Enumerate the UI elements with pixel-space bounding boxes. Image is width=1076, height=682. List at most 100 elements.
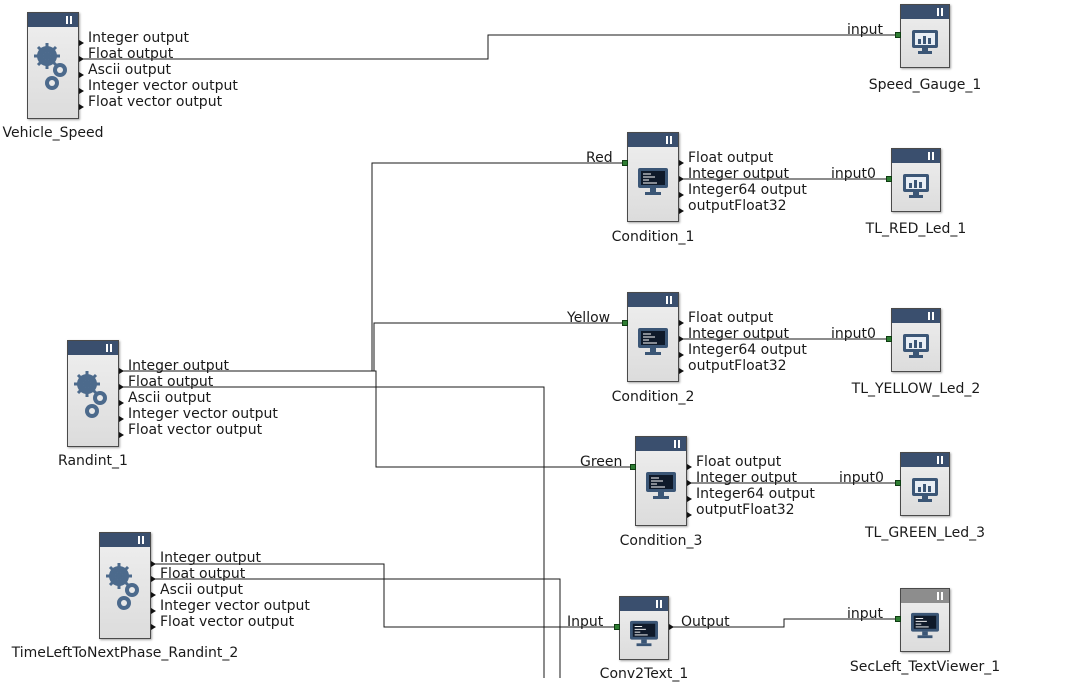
port-label: outputFloat32 [688,358,787,374]
terminal-monitor-icon [911,613,939,639]
output-port[interactable] [79,56,84,62]
vehicle-speed-block[interactable] [27,12,79,119]
output-port[interactable] [119,432,124,438]
port-label: Ascii output [128,390,211,406]
output-port[interactable] [79,88,84,94]
tl-yellow-led-2-block[interactable] [891,308,941,372]
output-port[interactable] [79,40,84,46]
output-port[interactable] [687,496,692,502]
input-port[interactable] [630,464,636,470]
block-name: SecLeft_TextViewer_1 [849,659,1001,675]
port-label: Integer64 output [688,182,807,198]
block-header [901,453,949,467]
timeleft-randint-2-block[interactable] [99,532,151,639]
wire-randint-to-red [120,162,624,372]
block-header [68,341,118,355]
port-label: Float vector output [128,422,263,438]
output-port[interactable] [679,208,684,214]
secleft-textviewer-1-block[interactable] [900,588,950,652]
chart-monitor-icon [903,174,929,199]
randint-1-block[interactable] [67,340,119,447]
input-label: input0 [839,470,884,486]
output-port[interactable] [151,608,156,614]
output-port[interactable] [679,192,684,198]
input-port[interactable] [614,624,620,630]
input-port[interactable] [886,336,892,342]
port-label: outputFloat32 [696,502,795,518]
terminal-monitor-icon [638,168,668,196]
input-port[interactable] [622,160,628,166]
input-port[interactable] [895,32,901,38]
pause-icon[interactable] [666,136,672,144]
output-port[interactable] [687,512,692,518]
output-port[interactable] [151,561,156,567]
chart-monitor-icon [903,334,929,359]
pause-icon[interactable] [674,440,680,448]
tl-red-led-1-block[interactable] [891,148,941,212]
port-label: Integer64 output [696,486,815,502]
port-label: Float output [688,310,774,326]
output-port[interactable] [151,576,156,582]
block-name: Condition_3 [619,533,703,549]
condition-2-block[interactable] [627,292,679,382]
pause-icon[interactable] [656,600,662,608]
block-header [892,309,940,323]
pause-icon[interactable] [937,456,943,464]
block-name: TL_GREEN_Led_3 [864,525,986,541]
output-port[interactable] [679,176,684,182]
port-label: Float output [160,566,246,582]
terminal-monitor-icon [630,621,658,647]
terminal-monitor-icon [646,472,676,500]
chart-monitor-icon [912,30,938,55]
tl-green-led-3-block[interactable] [900,452,950,516]
output-port[interactable] [679,336,684,342]
pause-icon[interactable] [666,296,672,304]
pause-icon[interactable] [66,16,72,24]
output-port[interactable] [119,416,124,422]
output-port[interactable] [669,624,674,630]
output-port[interactable] [151,624,156,630]
block-header [636,437,686,451]
input-label: Green [580,454,623,470]
gears-icon [106,562,139,610]
block-header [892,149,940,163]
input-label: Input [567,614,604,630]
output-port[interactable] [119,400,124,406]
output-port[interactable] [679,368,684,374]
output-port[interactable] [79,72,84,78]
block-header [901,589,949,603]
block-header [628,133,678,147]
output-port[interactable] [679,160,684,166]
pause-icon[interactable] [937,592,943,600]
pause-icon[interactable] [106,344,112,352]
input-port[interactable] [622,320,628,326]
output-port[interactable] [119,368,124,374]
output-port[interactable] [151,592,156,598]
output-port[interactable] [79,104,84,110]
output-port[interactable] [687,480,692,486]
pause-icon[interactable] [937,8,943,16]
speed-gauge-1-block[interactable] [900,4,950,68]
input-port[interactable] [895,480,901,486]
output-port[interactable] [679,352,684,358]
pause-icon[interactable] [928,312,934,320]
port-label: Integer output [688,326,789,342]
condition-3-block[interactable] [635,436,687,526]
conv2text-1-block[interactable] [619,596,669,660]
input-port[interactable] [895,616,901,622]
pause-icon[interactable] [138,536,144,544]
block-header [901,5,949,19]
block-name: TL_YELLOW_Led_2 [851,381,981,397]
port-label: Integer vector output [160,598,310,614]
block-name: Speed_Gauge_1 [868,77,982,93]
output-port[interactable] [687,464,692,470]
output-port[interactable] [119,384,124,390]
port-label: Ascii output [160,582,243,598]
pause-icon[interactable] [928,152,934,160]
condition-1-block[interactable] [627,132,679,222]
block-name: Conv2Text_1 [599,666,689,682]
output-port[interactable] [679,320,684,326]
input-port[interactable] [886,176,892,182]
port-label: Float vector output [88,94,223,110]
port-label: Integer output [88,30,189,46]
